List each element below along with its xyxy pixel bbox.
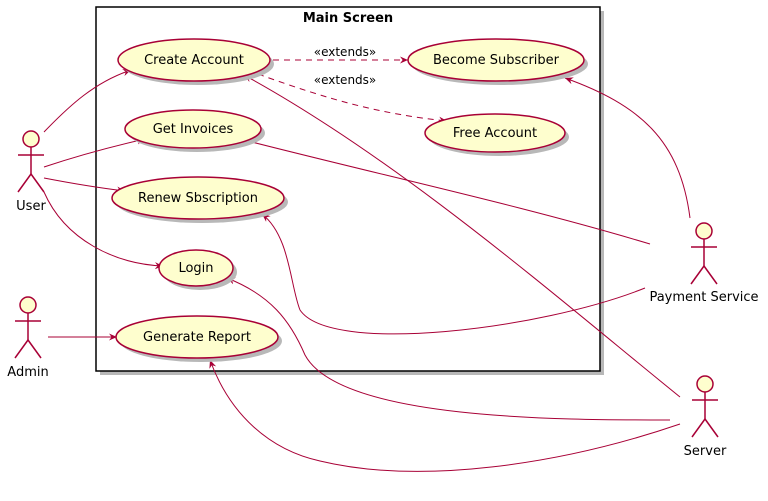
edge-server-create bbox=[243, 74, 681, 398]
actor-label: User bbox=[16, 199, 46, 214]
use-case-get-invoices: Get Invoices bbox=[124, 109, 265, 152]
actor-admin: Admin bbox=[7, 296, 49, 380]
edge-server-report bbox=[209, 359, 681, 472]
edge-user-create bbox=[43, 69, 132, 133]
use-case-renew-subscription: Renew Sbscription bbox=[111, 176, 288, 223]
use-case-label: Get Invoices bbox=[153, 122, 234, 137]
boundary-title: Main Screen bbox=[303, 11, 393, 26]
edge-user-invoices bbox=[43, 137, 146, 168]
extends-label-free: «extends» bbox=[314, 73, 377, 87]
use-case-label: Free Account bbox=[453, 126, 537, 141]
actor-label: Admin bbox=[7, 365, 48, 380]
actor-server: Server bbox=[684, 375, 727, 459]
extends-label-become: «extends» bbox=[314, 45, 377, 59]
use-case-generate-report: Generate Report bbox=[115, 315, 282, 362]
use-case-label: Become Subscriber bbox=[433, 53, 560, 68]
edge-user-login bbox=[43, 191, 164, 270]
use-case-label: Login bbox=[178, 261, 213, 276]
use-case-label: Renew Sbscription bbox=[138, 191, 258, 206]
use-case-label: Generate Report bbox=[143, 330, 251, 345]
edge-payment-invoices bbox=[239, 137, 651, 245]
actor-label: Payment Service bbox=[649, 290, 758, 305]
use-case-label: Create Account bbox=[144, 53, 244, 68]
actor-user: User bbox=[16, 130, 46, 214]
use-case-login: Login bbox=[158, 249, 237, 290]
edge-create-free bbox=[257, 73, 448, 124]
actor-label: Server bbox=[684, 444, 727, 459]
use-case-become-subscriber: Become Subscriber bbox=[407, 38, 588, 85]
edge-server-login bbox=[226, 277, 671, 421]
use-case-create-account: Create Account bbox=[117, 38, 274, 85]
use-case-free-account: Free Account bbox=[424, 113, 569, 156]
edge-payment-renew bbox=[261, 213, 646, 335]
edge-payment-become bbox=[564, 77, 691, 219]
actor-payment-service: Payment Service bbox=[649, 222, 759, 305]
